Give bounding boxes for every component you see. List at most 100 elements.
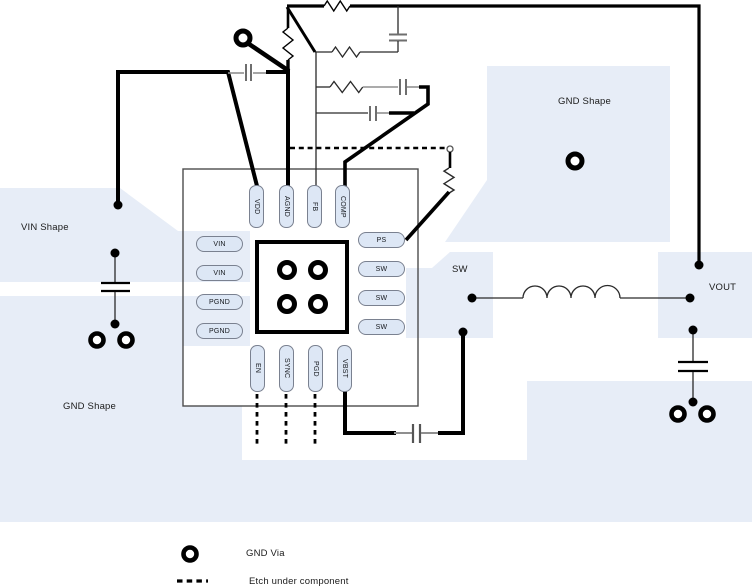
vbst-branch [343,332,465,443]
gnd-via [308,294,328,314]
pin-label: VIN [213,240,226,248]
thermal-pad [255,240,349,334]
gnd-via [565,151,585,171]
feedforward-branch [285,6,407,187]
inductor-coil [522,284,621,299]
sw-plane-label: SW [452,264,468,275]
pin-sw-3: SW [358,319,405,335]
vdd-trace-path [116,70,259,204]
vbst-thick-left [343,390,396,435]
pin-vbst: VBST [337,345,352,392]
input-gnd-vias [88,331,135,349]
pin-ps: PS [358,232,405,248]
gnd-plane-top-label: GND Shape [558,96,612,107]
bottom-pin-etch-dashes [255,394,317,448]
gnd-plane-bottom-center [242,460,527,522]
vout-cap-plates [678,360,708,373]
ps-resistor [442,167,456,194]
ic-outline [182,168,419,407]
ff-resistor [331,45,361,59]
etch-and-ps-branch [290,145,456,242]
pin-vin-2: VIN [196,265,243,281]
pin-label: AGND [283,195,290,218]
agnd-network [244,8,295,188]
pin-label: SW [375,265,388,273]
sw-vout-network [472,284,708,400]
gnd-plane-below-ic [183,406,242,522]
pin-agnd: AGND [279,185,294,228]
gnd-plane-left-label: GND Shape [63,401,117,412]
pin-sw-1: SW [358,261,405,277]
vdd-trace [116,64,290,204]
pin-fb: FB [307,185,322,228]
vdd-node-dot [113,200,123,210]
legend-etch-label: Etch under component [249,576,349,586]
etch-terminal-circle [446,145,454,153]
input-cap-plates [101,281,130,293]
comp-cap2-plates [369,106,377,121]
pin-label: COMP [339,195,346,218]
gnd-via [117,331,135,349]
gnd-via [88,331,106,349]
vbst-cap-plates [411,424,422,443]
pin-sync: SYNC [279,345,294,392]
pin-label: PS [376,236,387,244]
vout-feedback-line [287,0,701,264]
thermal-pad-vias [277,260,328,314]
gnd-via [308,260,328,280]
comp-cap1-plates [399,79,407,95]
legend-gnd-via-label: GND Via [246,548,285,559]
pin-vdd: VDD [249,185,264,228]
vout-plane [658,252,752,338]
agnd-via-link [244,40,291,73]
comp-thick-trace [343,85,430,188]
ps-diagonal-trace [404,190,451,242]
pin-label: VDD [253,198,260,215]
pin-comp: COMP [335,185,350,228]
pin-en: EN [250,345,265,392]
pin-label: SYNC [283,358,290,379]
pin-label: PGND [208,298,231,306]
pin-label: FB [311,201,318,212]
vout-gnd-vias [669,405,716,423]
pin-label: VBST [341,358,348,379]
comp-network [316,79,430,188]
gnd-plane-top-right [445,66,670,242]
copper-planes [0,66,752,522]
pin-pgnd-1: PGND [196,294,243,310]
vdd-agnd-cap-plates [245,64,252,81]
pin-label: VIN [213,269,226,277]
sw-node-dot [467,293,477,303]
vbst-thick-right [438,332,465,435]
pin-sw-2: SW [358,290,405,306]
vout-cap-top-dot [688,325,698,335]
vout-plane-label: VOUT [709,282,737,293]
vout-node-dot [685,293,695,303]
pin-label: SW [375,323,388,331]
gnd-via [277,260,297,280]
gnd-via [698,405,716,423]
comp-resistor [329,80,364,94]
vout-cap-bot-dot [688,397,698,407]
gnd-via [233,28,253,48]
pin-pgnd-2: PGND [196,323,243,339]
input-cap-top-dot [110,248,120,258]
pin-vin-1: VIN [196,236,243,252]
input-cap-branch [101,257,130,321]
vout-run [350,4,701,264]
top-resistor [323,0,351,13]
gnd-via [277,294,297,314]
vin-plane-label: VIN Shape [21,222,69,233]
pin-label: PGND [208,327,231,335]
pin-label: PGD [312,360,319,377]
sw-plane [406,252,493,338]
vbst-sw-node-dot [458,327,468,337]
fb-tap-diagonal [285,6,317,53]
vin-plane [0,188,250,282]
pin-pgd: PGD [308,345,323,392]
gnd-plane-bottom-right [527,381,752,522]
input-cap-bot-dot [110,319,120,329]
divider-bottom-resistor [281,27,295,61]
